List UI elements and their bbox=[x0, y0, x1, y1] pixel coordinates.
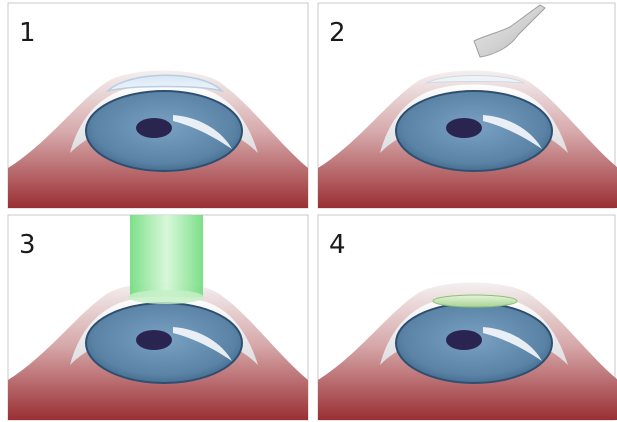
panel-1: 1 bbox=[8, 3, 308, 208]
panel-2-number: 2 bbox=[329, 18, 346, 48]
panel-3-number: 3 bbox=[19, 230, 36, 260]
contact-lens bbox=[433, 295, 517, 307]
panel-3: 3 bbox=[8, 215, 308, 420]
laser-beam bbox=[130, 215, 203, 297]
panel-1-number: 1 bbox=[19, 18, 36, 48]
panel-2: 2 bbox=[318, 3, 617, 208]
panel-4: 4 bbox=[318, 215, 617, 420]
laser-spot bbox=[128, 290, 204, 304]
panel-4-number: 4 bbox=[329, 230, 346, 260]
